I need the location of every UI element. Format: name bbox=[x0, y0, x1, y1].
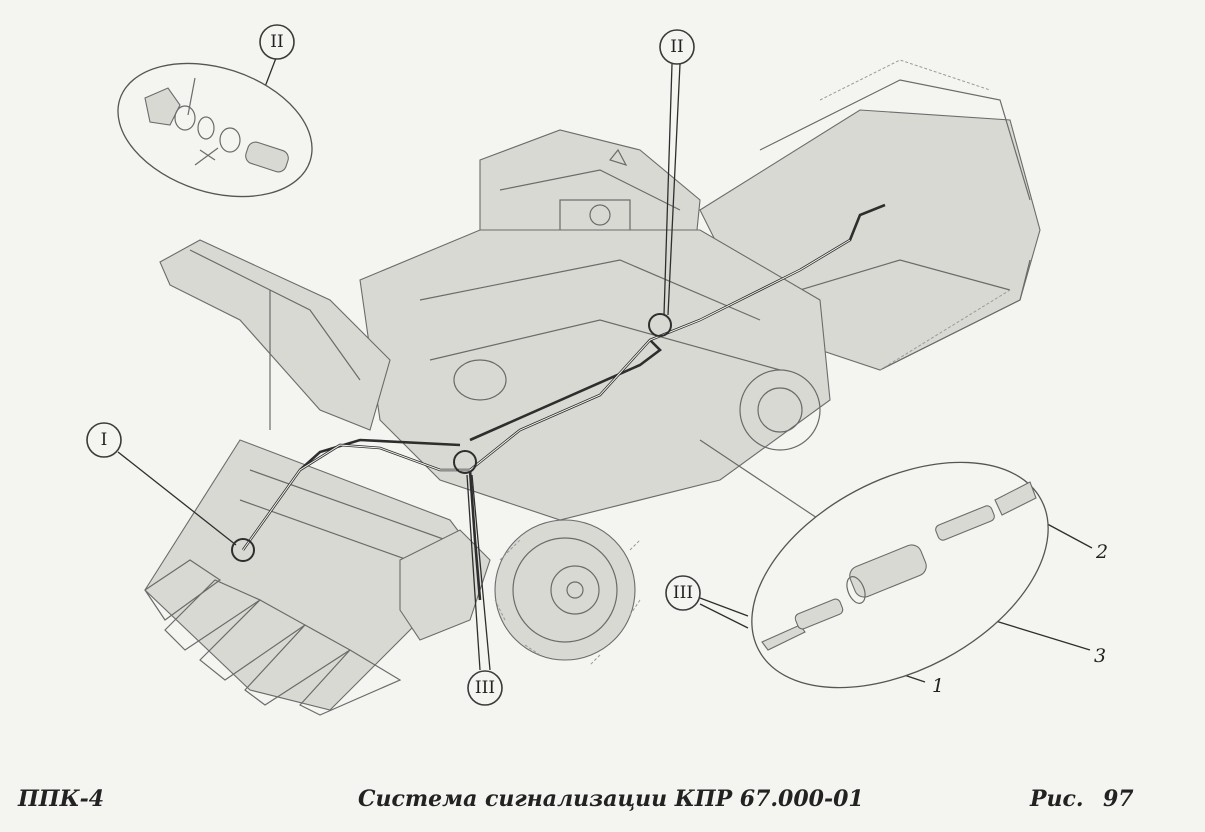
connection-point-2 bbox=[648, 313, 672, 337]
part-number-2: 2 bbox=[1095, 541, 1108, 563]
footer-figure-label: Рис. bbox=[1030, 786, 1084, 812]
detail-bubble-ii bbox=[117, 62, 313, 198]
callout-iii-detail: III bbox=[665, 575, 701, 611]
callout-i: I bbox=[86, 422, 122, 458]
harvester-illustration bbox=[144, 59, 1041, 716]
connection-point-1 bbox=[231, 538, 255, 562]
callout-ii-detail-label: II bbox=[270, 32, 283, 52]
footer-figure-number: 97 bbox=[1103, 786, 1134, 812]
footer-title: Система сигнализации КПР 67.000-01 bbox=[358, 786, 864, 812]
figure-footer: ППК-4 Система сигнализации КПР 67.000-01… bbox=[0, 786, 1205, 826]
connection-point-3 bbox=[453, 450, 477, 474]
callout-iii-bottom-label: III bbox=[475, 678, 495, 698]
callout-ii-main: II bbox=[659, 29, 695, 65]
part-number-1: 1 bbox=[932, 675, 944, 697]
footer-model: ППК-4 bbox=[18, 786, 105, 812]
part-number-3: 3 bbox=[1094, 645, 1106, 667]
callout-ii-detail: II bbox=[259, 24, 295, 60]
callout-iii-detail-label: III bbox=[673, 583, 693, 603]
harvester-diagram: II II I III III 2 3 1 bbox=[86, 24, 1108, 716]
callout-ii-main-label: II bbox=[670, 37, 683, 57]
detail-bubble-iii bbox=[751, 461, 1049, 689]
callout-i-label: I bbox=[101, 430, 108, 450]
signal-tubing bbox=[241, 203, 886, 601]
callout-iii-bottom: III bbox=[467, 670, 503, 706]
